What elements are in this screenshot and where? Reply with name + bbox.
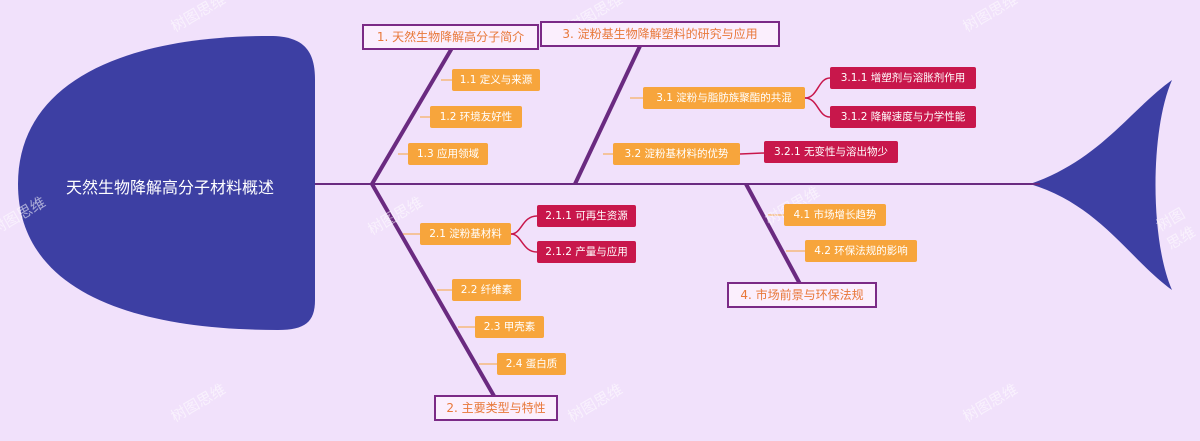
subtopic-1-2[interactable]: 1.2 环境友好性 xyxy=(430,106,522,128)
subtopic-3-2[interactable]: 3.2 淀粉基材料的优势 xyxy=(613,143,740,165)
branch-topic-3[interactable]: 3. 淀粉基生物降解塑料的研究与应用 xyxy=(540,21,780,47)
subtopic-4-2[interactable]: 4.2 环保法规的影响 xyxy=(805,240,917,262)
branch-topic-1[interactable]: 1. 天然生物降解高分子简介 xyxy=(362,24,539,50)
bone-branch-2 xyxy=(370,183,496,397)
leaf-3-1-1[interactable]: 3.1.1 增塑剂与溶胀剂作用 xyxy=(830,67,976,89)
branch-topic-4[interactable]: 4. 市场前景与环保法规 xyxy=(727,282,877,308)
branch-topic-2[interactable]: 2. 主要类型与特性 xyxy=(434,395,558,421)
subtopic-2-4[interactable]: 2.4 蛋白质 xyxy=(497,353,566,375)
fish-tail-shape xyxy=(1030,80,1172,290)
subtopic-2-1[interactable]: 2.1 淀粉基材料 xyxy=(420,223,511,245)
subtopic-1-1[interactable]: 1.1 定义与来源 xyxy=(452,69,540,91)
bone-branch-4 xyxy=(744,183,802,285)
subtopic-3-1[interactable]: 3.1 淀粉与脂肪族聚酯的共混 xyxy=(643,87,805,109)
leaf-2-1-2[interactable]: 2.1.2 产量与应用 xyxy=(537,241,636,263)
subtopic-2-2[interactable]: 2.2 纤维素 xyxy=(452,279,521,301)
subtopic-4-1[interactable]: 4.1 市场增长趋势 xyxy=(784,204,886,226)
bone-branch-3 xyxy=(573,45,642,185)
fish-head-shape xyxy=(18,36,315,330)
leaf-3-2-1[interactable]: 3.2.1 无变性与溶出物少 xyxy=(764,141,898,163)
subtopic-1-3[interactable]: 1.3 应用领域 xyxy=(408,143,488,165)
bone-branch-1 xyxy=(370,46,454,186)
leaf-3-1-2[interactable]: 3.1.2 降解速度与力学性能 xyxy=(830,106,976,128)
central-topic[interactable]: 天然生物降解高分子材料概述 xyxy=(65,178,274,197)
leaf-2-1-1[interactable]: 2.1.1 可再生资源 xyxy=(537,205,636,227)
subtopic-2-3[interactable]: 2.3 甲壳素 xyxy=(475,316,544,338)
